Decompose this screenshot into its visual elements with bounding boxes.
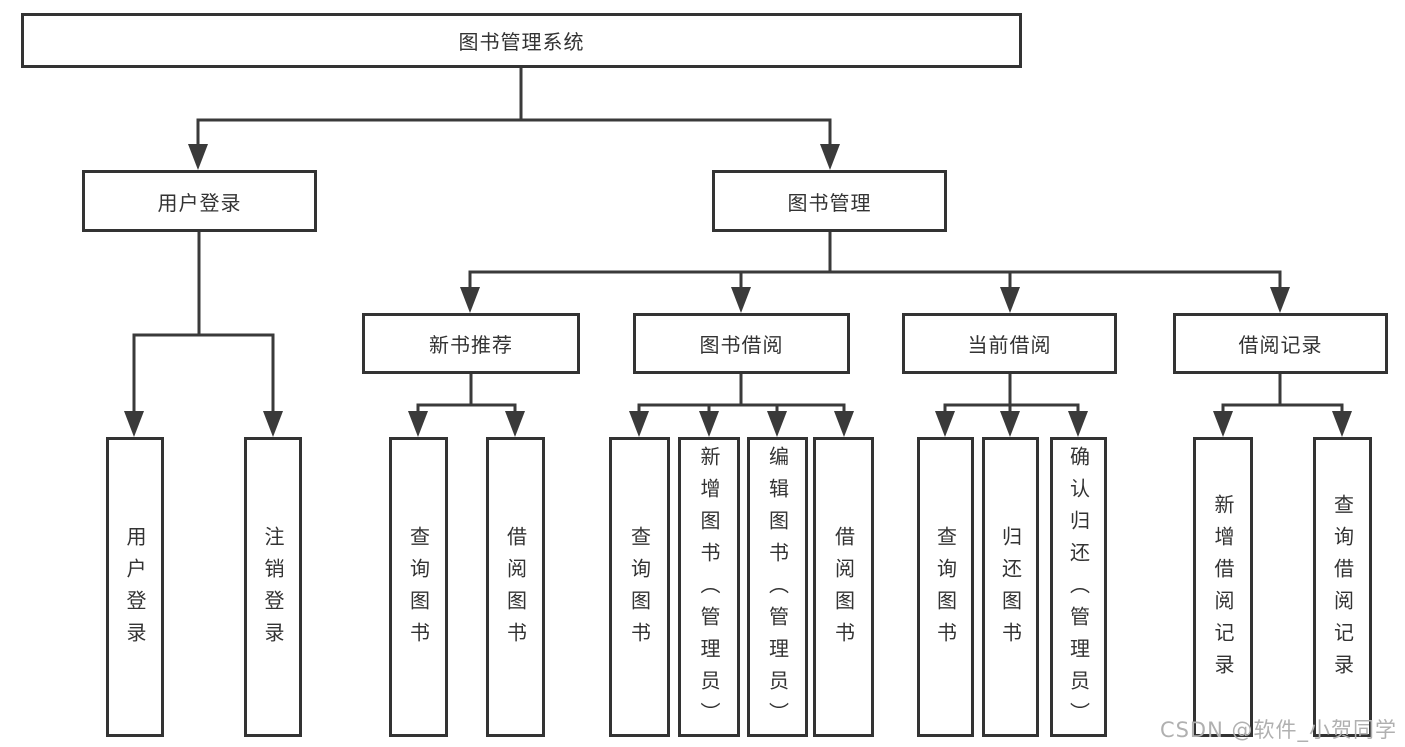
connector-book-borrowing [629, 372, 854, 437]
leaf-query-books-current: 查询图书 [917, 437, 974, 737]
connector-root [188, 66, 840, 170]
leaf-query-borrow-record: 查询借阅记录 [1313, 437, 1372, 737]
node-book-borrowing: 图书借阅 [633, 313, 850, 374]
leaf-logout: 注销登录 [244, 437, 302, 737]
leaf-edit-book-admin: 编辑图书（管理员） [747, 437, 808, 737]
connector-new-book-recommend [408, 372, 525, 437]
csdn-watermark: CSDN @软件_小贺同学 [1159, 718, 1397, 742]
leaf-confirm-return-admin: 确认归还（管理员） [1050, 437, 1107, 737]
node-borrowing-records: 借阅记录 [1173, 313, 1388, 374]
connector-borrowing-records [1213, 372, 1352, 437]
node-user-login: 用户登录 [82, 170, 317, 232]
leaf-add-book-admin: 新增图书（管理员） [678, 437, 740, 737]
connector-current-borrowing [935, 372, 1088, 437]
connector-book-management [460, 230, 1290, 313]
leaf-query-books-recommend: 查询图书 [389, 437, 448, 737]
leaf-query-books-borrowing: 查询图书 [609, 437, 670, 737]
leaf-user-login: 用户登录 [106, 437, 164, 737]
leaf-borrow-books-recommend: 借阅图书 [486, 437, 545, 737]
node-library-management-system: 图书管理系统 [21, 13, 1022, 68]
node-current-borrowing: 当前借阅 [902, 313, 1117, 374]
connector-user-login [124, 230, 283, 437]
node-book-management: 图书管理 [712, 170, 947, 232]
leaf-add-borrow-record: 新增借阅记录 [1193, 437, 1253, 737]
leaf-borrow-books-borrowing: 借阅图书 [813, 437, 874, 737]
node-new-book-recommend: 新书推荐 [362, 313, 580, 374]
leaf-return-books: 归还图书 [982, 437, 1039, 737]
